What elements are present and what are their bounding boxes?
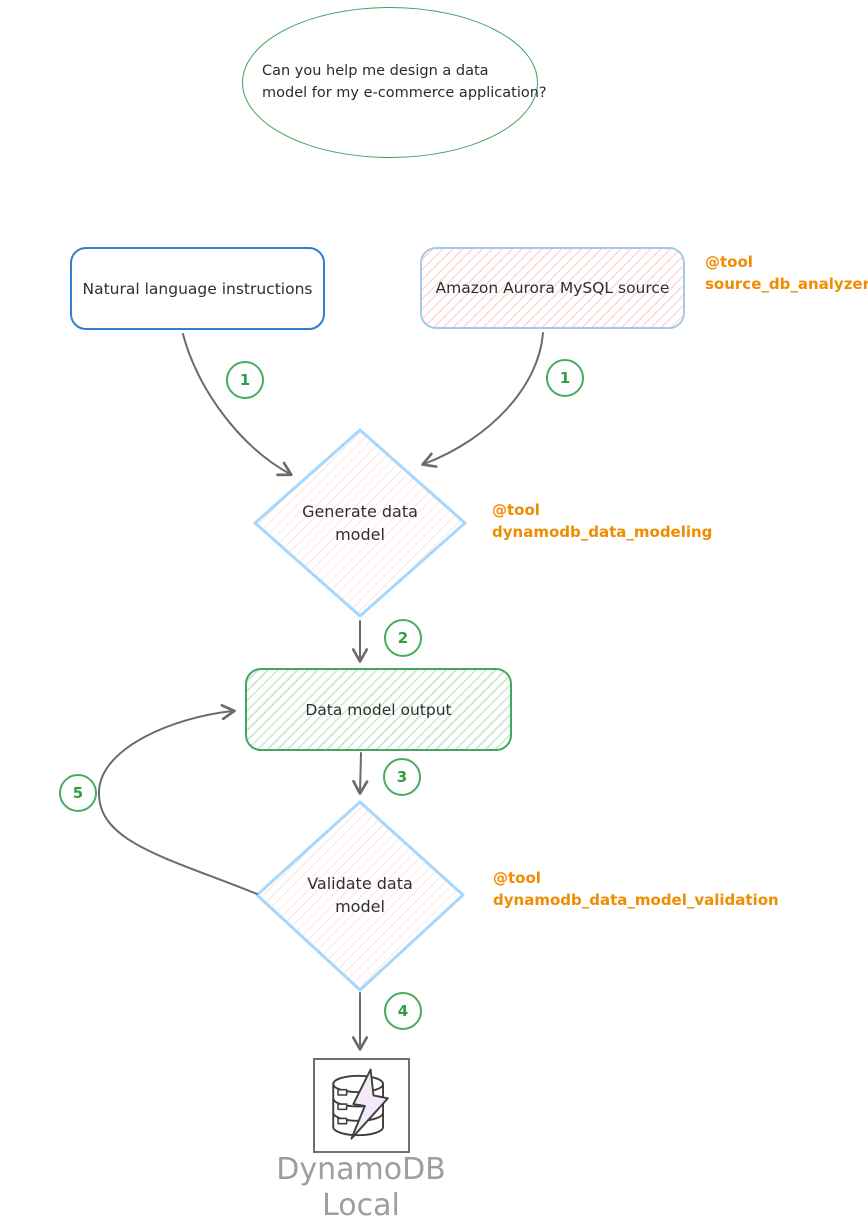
step-badge-5: 5 [59,774,97,812]
dynamodb-database-lightning-icon [332,1068,389,1140]
node-natural-language-instructions: Natural language instructions [70,247,325,330]
tool-annotation-source-db-analyzer: @tool source_db_analyzer [705,253,868,293]
tool-annotation-dynamodb-data-modeling: @tool dynamodb_data_modeling [492,501,713,541]
node-natural-language-label: Natural language instructions [82,279,313,298]
node-data-model-output: Data model output [245,668,512,751]
validate-data-model-label: Validate data model [307,874,413,916]
arrow-nl-to-generate [182,333,293,477]
tool-annotation-dynamodb-data-model-validation: @tool dynamodb_data_model_validation [493,869,779,909]
dynamodb-local-caption: DynamoDB Local [276,1152,446,1223]
user-prompt-text: Can you help me design a data model for … [262,63,547,101]
node-dynamodb-local [313,1058,410,1153]
connector-arrows [97,332,544,1051]
user-prompt-bubble [242,7,538,158]
step-badge-3: 3 [383,758,421,796]
step-badge-4: 4 [384,992,422,1030]
arrow-output-to-validate [352,752,369,795]
arrow-validate-loop-to-output [97,704,258,895]
step-badge-2: 2 [384,619,422,657]
step-badge-1-right: 1 [546,359,584,397]
validate-data-model-diamond [255,800,465,992]
step-badge-1-left: 1 [226,361,264,399]
generate-data-model-diamond [253,428,467,618]
arrow-aurora-to-generate [421,332,544,468]
node-aurora-mysql-source: Amazon Aurora MySQL source [420,247,685,329]
generate-data-model-label: Generate data model [302,502,418,544]
node-aurora-mysql-label: Amazon Aurora MySQL source [435,279,670,297]
node-data-model-output-label: Data model output [305,700,452,719]
